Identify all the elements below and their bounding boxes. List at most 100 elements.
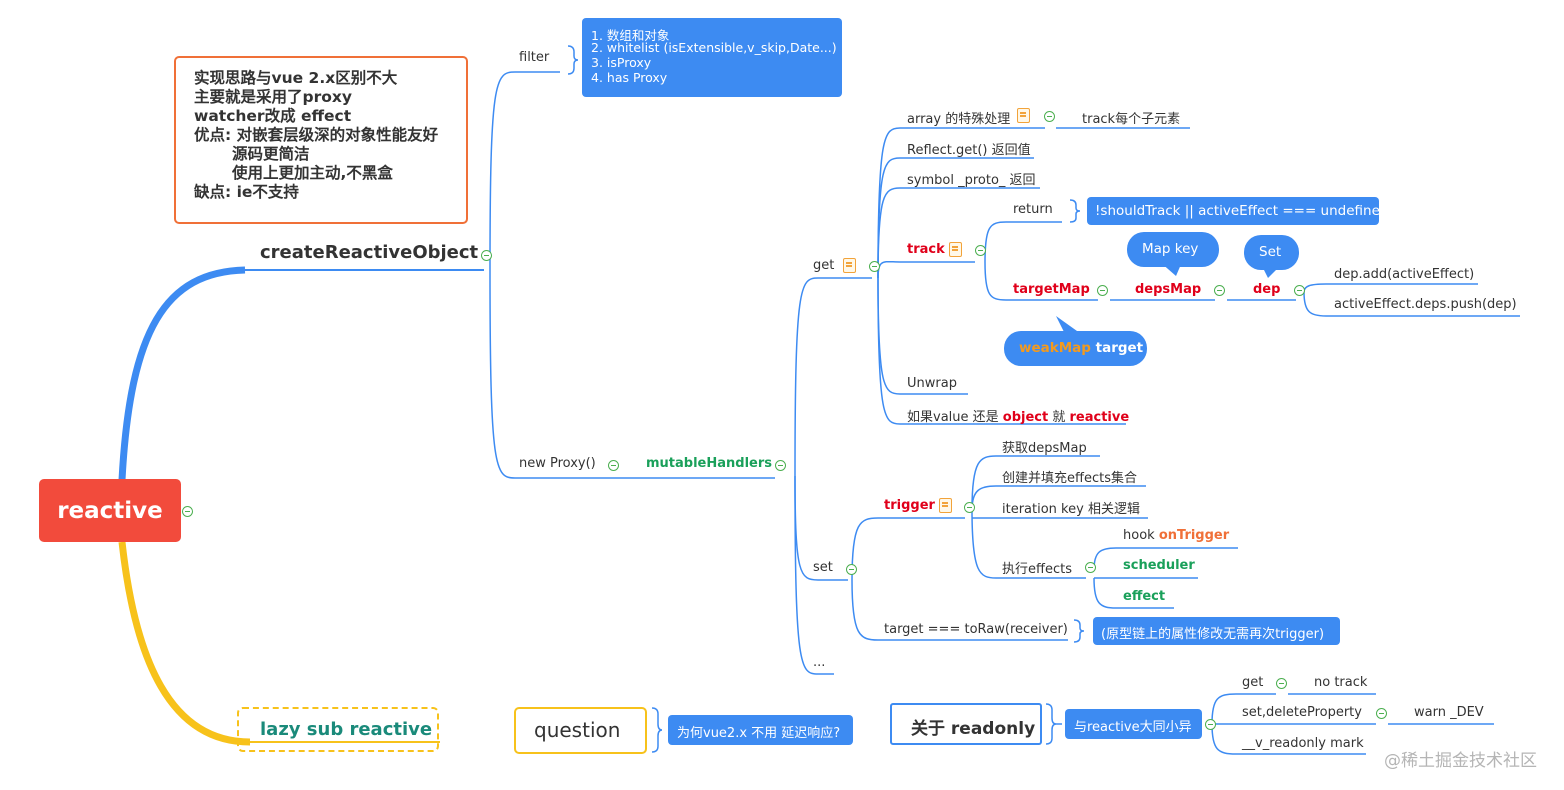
- topic-deps-map[interactable]: depsMap: [1135, 282, 1202, 297]
- collapse-toggle-icon[interactable]: [1044, 111, 1055, 122]
- topic-warn-dev[interactable]: warn _DEV: [1414, 705, 1484, 720]
- collapse-toggle-icon[interactable]: [869, 261, 880, 272]
- collapse-toggle-icon[interactable]: [481, 250, 492, 261]
- note-icon[interactable]: [1017, 108, 1030, 123]
- topic-effect[interactable]: effect: [1123, 589, 1166, 604]
- topic-lazy-sub-reactive[interactable]: lazy sub reactive: [237, 707, 439, 752]
- note-line: watcher改成 effect: [194, 107, 352, 125]
- filter-item: 3. isProxy: [591, 55, 652, 70]
- set-callout-text: Set: [1259, 244, 1282, 260]
- if-value-reactive: reactive: [1069, 410, 1130, 425]
- topic-array-special[interactable]: array 的特殊处理: [907, 112, 1011, 127]
- note-line: 源码更简洁: [232, 145, 310, 163]
- target-toraw-callout: (原型链上的属性修改无需再次trigger): [1093, 617, 1340, 645]
- note-icon[interactable]: [939, 498, 952, 513]
- ontrigger-word: onTrigger: [1158, 528, 1230, 543]
- topic-no-track[interactable]: no track: [1314, 675, 1368, 690]
- if-value-mid: 就: [1048, 410, 1070, 425]
- topic-exec-effects[interactable]: 执行effects: [1002, 562, 1072, 577]
- collapse-toggle-icon[interactable]: [1205, 719, 1216, 730]
- filter-item: 4. has Proxy: [591, 70, 668, 85]
- filter-item: 1. 数组和对象: [591, 28, 670, 43]
- topic-ellipsis[interactable]: ...: [813, 655, 826, 670]
- return-condition-callout: !shouldTrack || activeEffect === undefin…: [1087, 197, 1388, 225]
- collapse-toggle-icon[interactable]: [1276, 678, 1287, 689]
- topic-track-each-child[interactable]: track每个子元素: [1082, 112, 1181, 127]
- collapse-toggle-icon[interactable]: [1214, 285, 1225, 296]
- topic-scheduler[interactable]: scheduler: [1123, 558, 1195, 573]
- topic-dep-add[interactable]: dep.add(activeEffect): [1334, 267, 1475, 282]
- weakmap-target-word: target: [1090, 340, 1144, 356]
- note-line: 主要就是采用了proxy: [194, 88, 352, 106]
- topic-readonly-get[interactable]: get: [1242, 675, 1264, 690]
- collapse-toggle-icon[interactable]: [1376, 708, 1387, 719]
- topic-filter[interactable]: filter: [519, 50, 550, 65]
- filter-callout: 1. 数组和对象 2. whitelist (isExtensible,v_sk…: [582, 18, 842, 97]
- question-note: 为何vue2.x 不用 延迟响应?: [677, 726, 841, 741]
- lazy-label: lazy sub reactive: [260, 719, 433, 740]
- filter-item: 2. whitelist (isExtensible,v_skip,Date..…: [591, 40, 837, 55]
- topic-get[interactable]: get: [813, 258, 835, 273]
- note-icon[interactable]: [843, 258, 856, 273]
- topic-if-value-object[interactable]: 如果value 还是 object 就 reactive: [907, 406, 1129, 425]
- readonly-summary-callout: 与reactive大同小异: [1065, 709, 1202, 739]
- topic-symbol-proto[interactable]: symbol _proto_ 返回: [907, 173, 1036, 188]
- topic-mutable-handlers[interactable]: mutableHandlers: [646, 456, 773, 471]
- topic-target-toraw[interactable]: target === toRaw(receiver): [884, 622, 1068, 637]
- watermark: @稀土掘金技术社区: [1384, 751, 1537, 771]
- topic-track[interactable]: track: [907, 242, 945, 257]
- note-line: 使用上更加主动,不黑盒: [232, 164, 393, 182]
- target-toraw-note: (原型链上的属性修改无需再次trigger): [1101, 627, 1325, 642]
- collapse-toggle-icon[interactable]: [182, 506, 193, 517]
- hook-word: hook: [1123, 528, 1159, 543]
- topic-v-readonly-mark[interactable]: __v_readonly mark: [1242, 736, 1364, 751]
- root-label: reactive: [57, 497, 163, 524]
- map-key-text: Map key: [1142, 241, 1199, 257]
- map-key-callout: Map key: [1127, 232, 1219, 267]
- topic-get-depsmap[interactable]: 获取depsMap: [1002, 441, 1087, 456]
- note-line: 缺点: ie不支持: [194, 183, 299, 201]
- topic-question[interactable]: question: [514, 707, 647, 754]
- note-line: 优点: 对嵌套层级深的对象性能友好: [194, 126, 439, 144]
- question-callout: 为何vue2.x 不用 延迟响应?: [668, 715, 853, 745]
- topic-create-effects[interactable]: 创建并填充effects集合: [1002, 471, 1137, 486]
- collapse-toggle-icon[interactable]: [1097, 285, 1108, 296]
- topic-trigger[interactable]: trigger: [884, 498, 935, 513]
- return-condition-text: !shouldTrack || activeEffect === undefin…: [1095, 203, 1389, 219]
- collapse-toggle-icon[interactable]: [846, 564, 857, 575]
- set-callout: Set: [1244, 235, 1299, 270]
- collapse-toggle-icon[interactable]: [1294, 285, 1305, 296]
- collapse-toggle-icon[interactable]: [964, 502, 975, 513]
- topic-deps-push[interactable]: activeEffect.deps.push(dep): [1334, 297, 1517, 312]
- summary-note: 实现思路与vue 2.x区别不大 主要就是采用了proxy watcher改成 …: [174, 56, 468, 224]
- collapse-toggle-icon[interactable]: [975, 245, 986, 256]
- if-value-object: object: [1002, 410, 1049, 425]
- topic-hook-ontrigger[interactable]: hook onTrigger: [1123, 528, 1229, 543]
- if-value-pre: 如果value 还是: [907, 410, 1003, 425]
- topic-set[interactable]: set: [813, 560, 833, 575]
- topic-target-map[interactable]: targetMap: [1013, 282, 1090, 297]
- weakmap-word: weakMap: [1019, 340, 1091, 356]
- topic-new-proxy[interactable]: new Proxy(): [519, 456, 596, 471]
- topic-iteration-key[interactable]: iteration key 相关逻辑: [1002, 502, 1140, 517]
- note-icon[interactable]: [949, 242, 962, 257]
- question-label: question: [534, 718, 621, 742]
- note-line: 实现思路与vue 2.x区别不大: [194, 69, 398, 87]
- readonly-summary: 与reactive大同小异: [1074, 720, 1192, 735]
- topic-reflect-get[interactable]: Reflect.get() 返回值: [907, 143, 1031, 158]
- topic-dep[interactable]: dep: [1253, 282, 1281, 297]
- weakmap-callout: weakMap target: [1004, 331, 1147, 366]
- weakmap-callout-text: weakMap target: [1019, 340, 1143, 356]
- root-topic-reactive[interactable]: reactive: [39, 479, 181, 542]
- topic-return[interactable]: return: [1013, 202, 1053, 217]
- topic-readonly[interactable]: 关于 readonly: [890, 703, 1042, 745]
- collapse-toggle-icon[interactable]: [1085, 562, 1096, 573]
- collapse-toggle-icon[interactable]: [775, 460, 786, 471]
- readonly-label: 关于 readonly: [911, 719, 1036, 739]
- topic-create-reactive-object[interactable]: createReactiveObject: [260, 242, 479, 263]
- collapse-toggle-icon[interactable]: [608, 460, 619, 471]
- topic-unwrap[interactable]: Unwrap: [907, 376, 957, 391]
- topic-set-delete-property[interactable]: set,deleteProperty: [1242, 705, 1362, 720]
